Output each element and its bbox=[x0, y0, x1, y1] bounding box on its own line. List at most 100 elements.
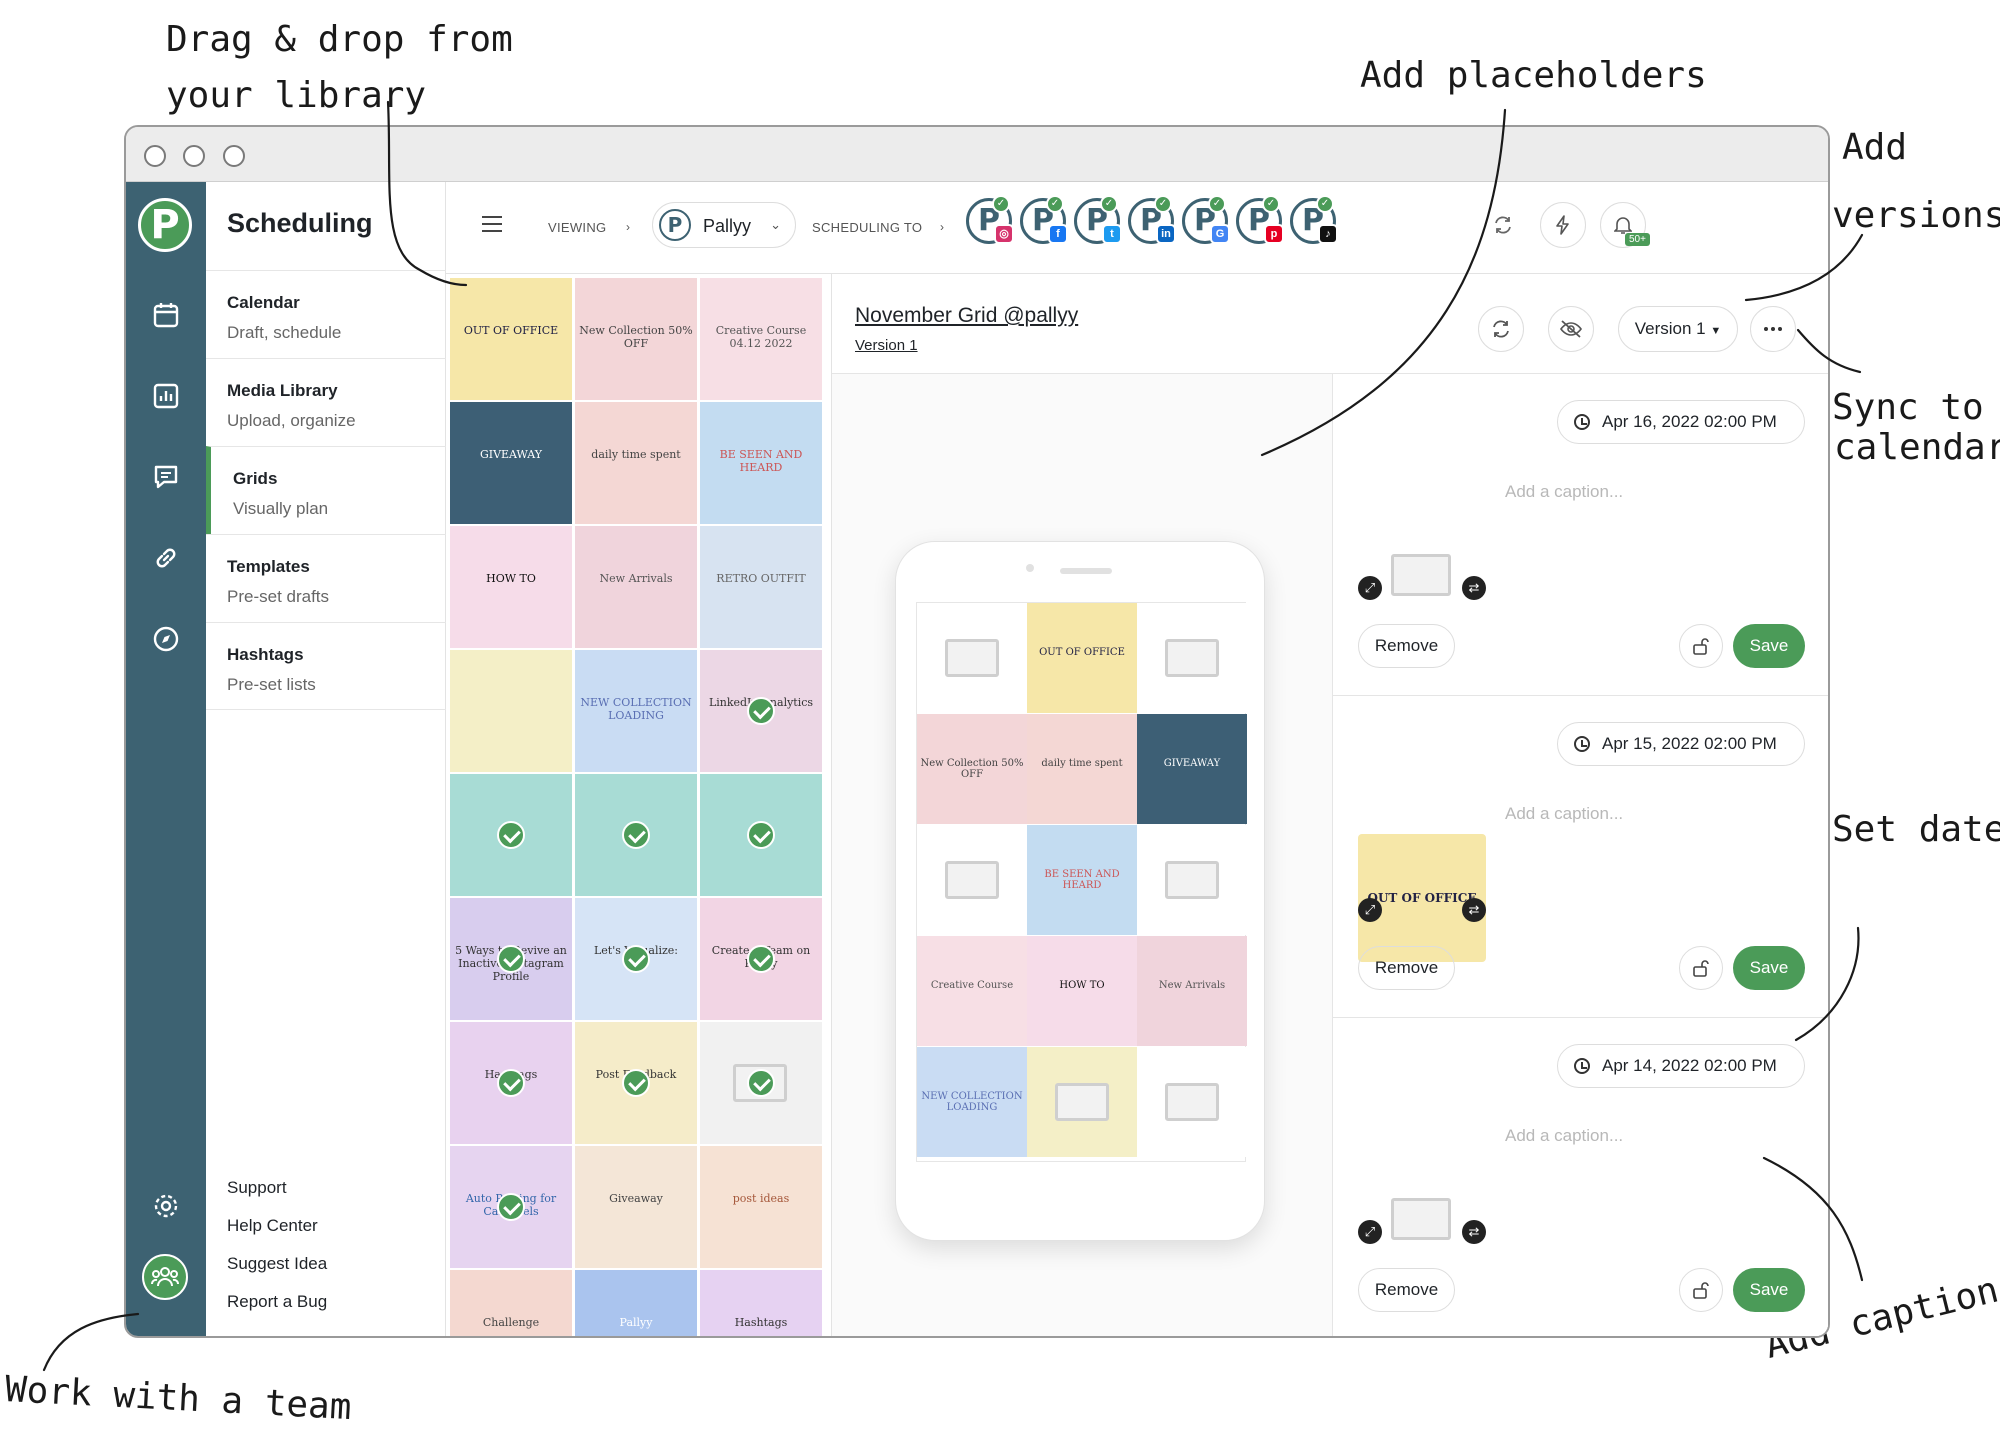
library-tile[interactable]: New Arrivals bbox=[575, 526, 697, 648]
grid-version-link[interactable]: Version 1 bbox=[855, 337, 918, 354]
grid-title[interactable]: November Grid @pallyy bbox=[855, 304, 1079, 327]
suggest-idea-link[interactable]: Suggest Idea bbox=[227, 1254, 328, 1273]
remove-button[interactable]: Remove bbox=[1358, 1268, 1455, 1312]
sync-icon[interactable] bbox=[1478, 306, 1524, 352]
library-tile[interactable]: LinkedIn Analytics bbox=[700, 650, 822, 772]
account-twitter[interactable]: P✓t bbox=[1074, 195, 1124, 248]
help-center-link[interactable]: Help Center bbox=[227, 1216, 318, 1235]
remove-button[interactable]: Remove bbox=[1358, 946, 1455, 990]
library-tile[interactable]: Create a Team on Pallyy bbox=[700, 898, 822, 1020]
library-tile[interactable]: 5 Ways to Revive an Inactive Instagram P… bbox=[450, 898, 572, 1020]
grid-cell[interactable]: NEW COLLECTION LOADING bbox=[917, 1047, 1027, 1157]
window-minimize-button[interactable] bbox=[183, 145, 205, 167]
save-button[interactable]: Save bbox=[1733, 624, 1805, 668]
library-tile[interactable]: daily time spent bbox=[575, 402, 697, 524]
account-pinterest[interactable]: P✓p bbox=[1236, 195, 1286, 248]
compass-icon[interactable] bbox=[150, 623, 182, 655]
swap-icon[interactable]: ⇄ bbox=[1462, 898, 1486, 922]
more-options-icon[interactable] bbox=[1750, 306, 1796, 352]
library-tile[interactable]: GIVEAWAY bbox=[450, 402, 572, 524]
account-instagram[interactable]: P✓◎ bbox=[966, 195, 1016, 248]
hide-icon[interactable] bbox=[1548, 306, 1594, 352]
account-selector[interactable]: P Pallyy ⌄ bbox=[652, 202, 796, 248]
remove-button[interactable]: Remove bbox=[1358, 624, 1455, 668]
date-picker[interactable]: Apr 14, 2022 02:00 PM bbox=[1557, 1044, 1805, 1088]
caption-input[interactable]: Add a caption... bbox=[1505, 482, 1624, 501]
calendar-icon[interactable] bbox=[150, 299, 182, 331]
library-tile[interactable]: New Collection 50% OFF bbox=[575, 278, 697, 400]
report-bug-link[interactable]: Report a Bug bbox=[227, 1292, 328, 1311]
library-tile[interactable]: Giveaway bbox=[575, 1146, 697, 1268]
chat-icon[interactable] bbox=[150, 461, 182, 493]
grid-cell[interactable]: New Arrivals bbox=[1137, 936, 1247, 1046]
library-tile[interactable]: Post Feedback bbox=[575, 1022, 697, 1144]
grid-placeholder[interactable] bbox=[1137, 825, 1247, 935]
grid-cell[interactable]: Creative Course bbox=[917, 936, 1027, 1046]
library-tile[interactable]: post ideas bbox=[700, 1146, 822, 1268]
library-tile[interactable]: HOW TO bbox=[450, 526, 572, 648]
library-tile[interactable]: Let's Visualize: bbox=[575, 898, 697, 1020]
library-tile[interactable]: RETRO OUTFIT bbox=[700, 526, 822, 648]
window-close-button[interactable] bbox=[144, 145, 166, 167]
lightning-icon[interactable] bbox=[1540, 202, 1586, 248]
account-tiktok[interactable]: P✓♪ bbox=[1290, 195, 1340, 248]
grid-cell[interactable]: OUT OF OFFICE bbox=[1027, 603, 1137, 713]
resize-icon[interactable]: ⤢ bbox=[1358, 576, 1382, 600]
caption-input[interactable]: Add a caption... bbox=[1505, 1126, 1624, 1145]
settings-icon[interactable] bbox=[150, 1190, 182, 1222]
pallyy-logo[interactable]: P bbox=[138, 198, 192, 252]
version-dropdown[interactable]: Version 1 ▼ bbox=[1618, 306, 1738, 352]
lock-icon[interactable] bbox=[1679, 1268, 1723, 1312]
analytics-icon[interactable] bbox=[150, 380, 182, 412]
library-tile[interactable]: NEW COLLECTION LOADING bbox=[575, 650, 697, 772]
link-icon[interactable] bbox=[150, 542, 182, 574]
grid-cell[interactable]: GIVEAWAY bbox=[1137, 714, 1247, 824]
library-tile[interactable] bbox=[700, 1022, 822, 1144]
library-tile[interactable] bbox=[575, 774, 697, 896]
resize-icon[interactable]: ⤢ bbox=[1358, 1220, 1382, 1244]
library-tile[interactable]: Hashtags bbox=[700, 1270, 822, 1336]
grid-cell[interactable]: New Collection 50% OFF bbox=[917, 714, 1027, 824]
notification-bell-icon[interactable]: 50+ bbox=[1600, 202, 1650, 248]
library-tile[interactable]: Creative Course 04.12 2022 bbox=[700, 278, 822, 400]
account-facebook[interactable]: P✓f bbox=[1020, 195, 1070, 248]
refresh-icon[interactable] bbox=[1480, 202, 1526, 248]
post-thumbnail[interactable] bbox=[1358, 512, 1486, 640]
team-icon[interactable] bbox=[142, 1254, 188, 1300]
swap-icon[interactable]: ⇄ bbox=[1462, 1220, 1486, 1244]
window-maximize-button[interactable] bbox=[223, 145, 245, 167]
menu-icon[interactable] bbox=[482, 216, 502, 232]
swap-icon[interactable]: ⇄ bbox=[1462, 576, 1486, 600]
library-tile[interactable]: Challenge bbox=[450, 1270, 572, 1336]
library-tile[interactable]: BE SEEN AND HEARD bbox=[700, 402, 822, 524]
post-thumbnail[interactable] bbox=[1358, 1156, 1486, 1284]
grid-placeholder[interactable] bbox=[1137, 1047, 1247, 1157]
grid-cell[interactable]: BE SEEN AND HEARD bbox=[1027, 825, 1137, 935]
library-tile[interactable]: OUT OF OFFICE bbox=[450, 278, 572, 400]
library-tile[interactable]: Pallyy bbox=[575, 1270, 697, 1336]
post-thumbnail[interactable]: OUT OF OFFICE bbox=[1358, 834, 1486, 962]
caption-input[interactable]: Add a caption... bbox=[1505, 804, 1624, 823]
account-google[interactable]: P✓G bbox=[1182, 195, 1232, 248]
grid-placeholder[interactable] bbox=[917, 825, 1027, 935]
date-picker[interactable]: Apr 15, 2022 02:00 PM bbox=[1557, 722, 1805, 766]
library-tile[interactable] bbox=[700, 774, 822, 896]
support-link[interactable]: Support bbox=[227, 1178, 287, 1197]
grid-cell[interactable]: daily time spent bbox=[1027, 714, 1137, 824]
library-tile[interactable]: Auto Posting for Carousels bbox=[450, 1146, 572, 1268]
library-tile[interactable]: Hashtags bbox=[450, 1022, 572, 1144]
grid-cell[interactable]: HOW TO bbox=[1027, 936, 1137, 1046]
lock-icon[interactable] bbox=[1679, 946, 1723, 990]
grid-placeholder[interactable] bbox=[1137, 603, 1247, 713]
lock-icon[interactable] bbox=[1679, 624, 1723, 668]
save-button[interactable]: Save bbox=[1733, 1268, 1805, 1312]
grid-placeholder[interactable] bbox=[1027, 1047, 1137, 1157]
grid-placeholder[interactable] bbox=[917, 603, 1027, 713]
resize-icon[interactable]: ⤢ bbox=[1358, 898, 1382, 922]
save-button[interactable]: Save bbox=[1733, 946, 1805, 990]
